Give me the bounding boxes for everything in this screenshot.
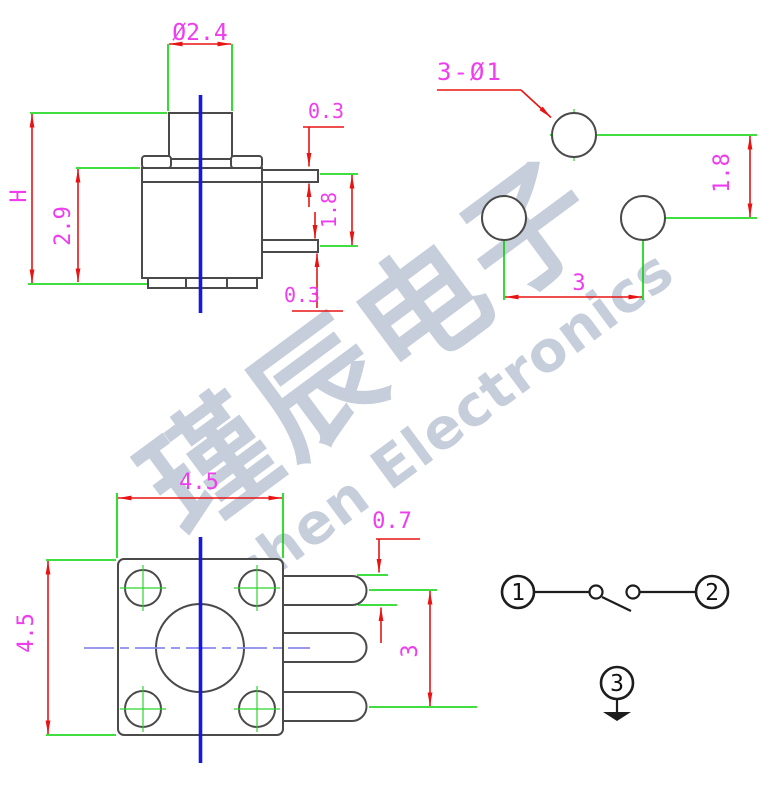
mounting-hole-top	[551, 112, 597, 158]
corner-hole-bottom-right	[234, 686, 280, 732]
pin-1-top-view	[283, 575, 368, 606]
flange-tab-right	[230, 155, 263, 169]
bottom-pin-thickness-label: 0.3	[284, 283, 320, 307]
mounting-hole-left	[481, 195, 527, 241]
contact-node-right	[625, 584, 641, 600]
corner-hole-top-left	[120, 565, 166, 611]
top-view: 4.5 4.5 0.7 3	[14, 470, 477, 763]
pin-3-top-view	[283, 691, 368, 722]
flange-tab-left	[141, 155, 172, 169]
pin-pitch-label: 3	[398, 644, 423, 657]
body-width-label: 4.5	[179, 470, 219, 495]
side-view: Ø2.4 H 2.9 0.3 0.3 1.8	[7, 20, 358, 313]
row-pitch-label: 1.8	[710, 153, 735, 193]
pin-top	[261, 169, 319, 183]
pin-pitch-label: 1.8	[317, 192, 341, 228]
hole-callout-label: 3-Ø1	[437, 58, 503, 86]
cap-diameter-label: Ø2.4	[172, 20, 227, 46]
corner-hole-bottom-left	[120, 686, 166, 732]
switch-lever	[601, 596, 632, 612]
terminal-1-number: 1	[511, 580, 525, 606]
body-height-label: 4.5	[14, 613, 39, 653]
corner-hole-top-right	[234, 565, 280, 611]
leader-arrow	[520, 89, 552, 119]
hole-pattern-view: 3-Ø1 1.8 3	[437, 58, 757, 300]
column-pitch-label: 3	[572, 271, 585, 296]
pin-bottom	[261, 239, 319, 253]
top-pin-thickness-label: 0.3	[308, 99, 344, 123]
contact-node-left	[588, 584, 604, 600]
terminal-3-number: 3	[610, 671, 624, 697]
pin-width-label: 0.7	[372, 509, 412, 534]
body-height-label: 2.9	[51, 206, 76, 246]
ground-symbol	[603, 712, 631, 721]
circuit-schematic: 1 2 3	[500, 574, 730, 721]
bottom-base	[147, 277, 258, 289]
pin-2-top-view	[283, 632, 368, 663]
terminal-2-number: 2	[705, 580, 719, 606]
terminal-2-circle	[694, 574, 730, 610]
mounting-hole-right	[620, 195, 666, 241]
overall-height-label: H	[7, 189, 32, 202]
